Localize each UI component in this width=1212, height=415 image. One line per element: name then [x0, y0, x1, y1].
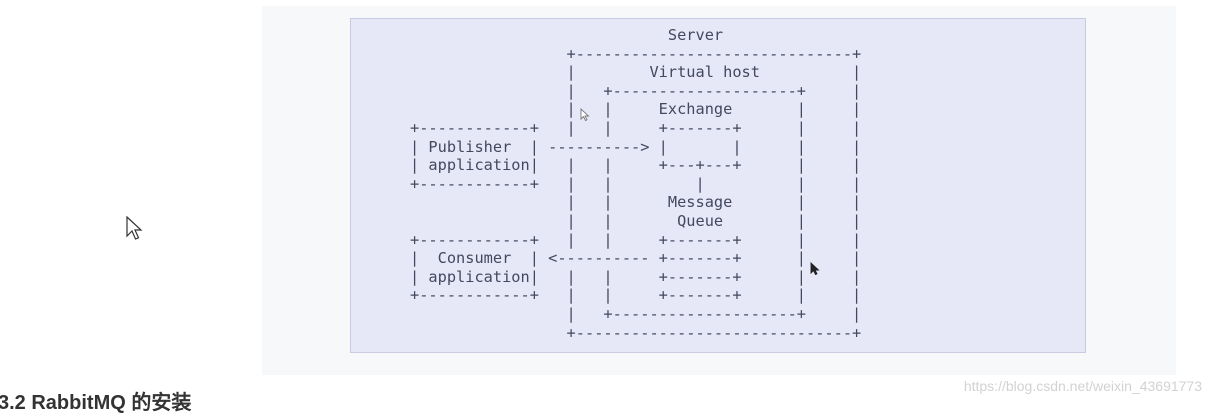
ascii-architecture-diagram: Server +------------------------------+ … — [410, 26, 861, 342]
dark-pointer-icon — [810, 262, 820, 276]
diagram-line: | +--------------------+ | — [410, 81, 862, 100]
diagram-line: | application| | | +-------+ | | — [410, 267, 862, 286]
diagram-line: Server — [410, 26, 724, 44]
mouse-pointer-icon — [126, 216, 143, 240]
diagram-line: | | Exchange | | — [410, 100, 862, 119]
diagram-line: +------------+ | | +-------+ | | — [410, 118, 862, 137]
diagram-line: | Virtual host | — [410, 63, 862, 82]
diagram-line: +------------------------------+ — [410, 323, 862, 342]
diagram-line: | Publisher | ----------> | | | | — [410, 137, 862, 156]
diagram-line: +------------+ | | +-------+ | | — [410, 286, 862, 305]
diagram-line: | application| | | +---+---+ | | — [410, 156, 862, 175]
diagram-line: +------------+ | | +-------+ | | — [410, 230, 862, 249]
diagram-line: | +--------------------+ | — [410, 304, 862, 323]
watermark: https://blog.csdn.net/weixin_43691773 — [963, 378, 1202, 394]
diagram-line: | Consumer | <---------- +-------+ | | — [410, 249, 862, 268]
small-pointer-icon — [580, 108, 590, 122]
diagram-line: +------------+ | | | | | — [410, 174, 862, 193]
diagram-line: +------------------------------+ — [410, 44, 862, 63]
diagram-box — [350, 18, 1086, 353]
section-heading: 3.2 RabbitMQ 的安装 — [0, 392, 192, 414]
diagram-line: | | Queue | | — [410, 211, 862, 230]
diagram-line: | | Message | | — [410, 193, 862, 212]
